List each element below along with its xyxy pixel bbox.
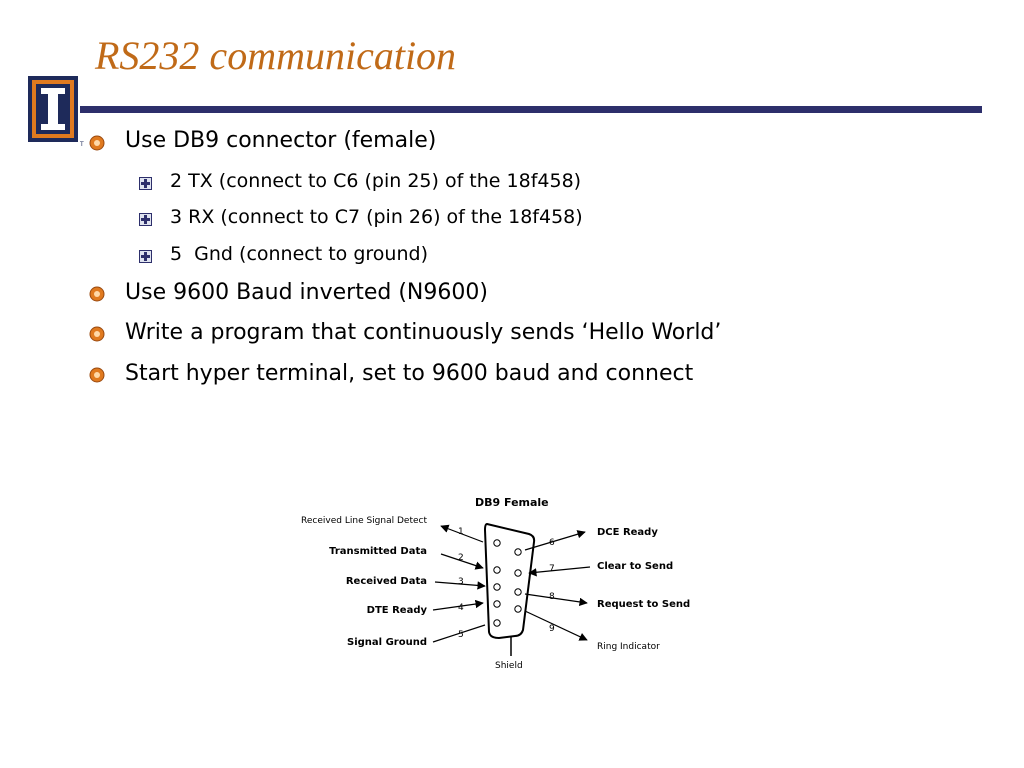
diagram-title: DB9 Female <box>475 496 549 509</box>
pin-8 <box>514 588 522 596</box>
bullet-2-text: Use 9600 Baud inverted (N9600) <box>125 280 488 305</box>
university-logo: TM <box>28 76 84 148</box>
pin-7-arrow <box>528 566 591 577</box>
trademark-mark: TM <box>79 141 84 148</box>
pin-4-arrow <box>432 599 484 611</box>
pin-7-number: 7 <box>549 564 555 574</box>
bullet-icon <box>89 367 105 383</box>
bullet-1-text: Use DB9 connector (female) <box>125 128 437 153</box>
bullet-icon <box>89 286 105 302</box>
pin-3 <box>493 583 501 591</box>
pin-4-label: DTE Ready <box>367 605 428 616</box>
pin-3-number: 3 <box>458 577 464 587</box>
pin-4-number: 4 <box>458 603 464 613</box>
pin-9-label: Ring Indicator <box>597 642 660 652</box>
pin-2-label: Transmitted Data <box>329 546 427 557</box>
pin-1 <box>493 539 501 547</box>
pin-1-label: Received Line Signal Detect <box>301 516 427 526</box>
db9-pinout-diagram: DB9 Female Shield Received Line Signal D… <box>301 496 690 671</box>
pin-8-number: 8 <box>549 592 555 602</box>
bullet-3-text: Write a program that continuously sends … <box>125 320 722 345</box>
bullet-icon <box>89 135 105 151</box>
pin-8-label: Request to Send <box>597 599 690 610</box>
pin-4 <box>493 600 501 608</box>
bullet-icon <box>89 326 105 342</box>
pin-1-number: 1 <box>458 527 464 537</box>
sub-bullet-3-text: 5 Gnd (connect to ground) <box>170 243 428 265</box>
pin-3-arrow <box>434 581 486 590</box>
pin-6-number: 6 <box>549 538 555 548</box>
pin-9 <box>514 605 522 613</box>
pin-9-number: 9 <box>549 624 555 634</box>
slide-title: RS232 communication <box>95 33 457 78</box>
sub-bullet-icon <box>139 213 152 226</box>
pin-3-label: Received Data <box>346 576 427 587</box>
pin-5-line <box>432 624 486 643</box>
pin-8-arrow <box>524 593 588 607</box>
sub-bullet-icon <box>139 177 152 190</box>
pin-2 <box>493 566 501 574</box>
pin-6-label: DCE Ready <box>597 527 658 538</box>
pin-7-label: Clear to Send <box>597 561 673 572</box>
sub-bullet-icon <box>139 250 152 263</box>
pin-2-number: 2 <box>458 553 464 563</box>
pin-9-arrow <box>524 610 588 641</box>
shield-label: Shield <box>495 661 523 671</box>
pin-5-number: 5 <box>458 630 464 640</box>
pin-6-arrow <box>524 530 586 551</box>
bullet-4-text: Start hyper terminal, set to 9600 baud a… <box>125 361 694 386</box>
pin-5-label: Signal Ground <box>347 637 427 648</box>
sub-bullet-1-text: 2 TX (connect to C6 (pin 25) of the 18f4… <box>170 170 582 192</box>
sub-bullet-2-text: 3 RX (connect to C7 (pin 26) of the 18f4… <box>170 206 583 228</box>
pin-7 <box>514 569 522 577</box>
db9-connector-shell <box>483 522 536 640</box>
pin-2-arrow <box>440 553 484 570</box>
pin-1-arrow <box>440 524 484 543</box>
pin-5 <box>493 619 501 627</box>
pin-6 <box>514 548 522 556</box>
title-rule <box>80 106 982 113</box>
